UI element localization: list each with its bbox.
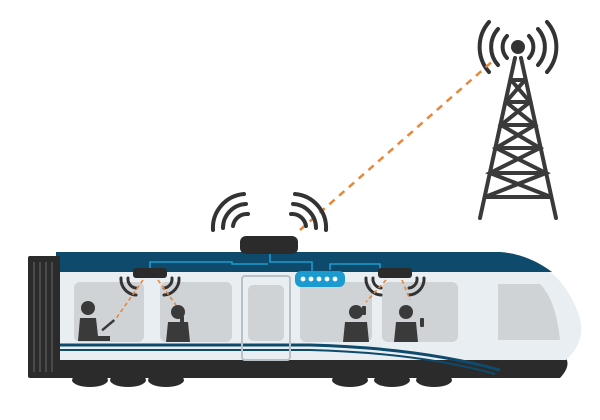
access-point-signal-icon (119, 276, 426, 297)
train-door (241, 275, 291, 361)
antenna-signal-icon (210, 192, 329, 232)
train-lower-stripe (60, 343, 501, 372)
phone-user-icon (343, 305, 369, 342)
access-point-icon (133, 268, 167, 278)
network-cables (149, 248, 381, 272)
train-coupler (28, 256, 60, 378)
device-dashed-links (114, 279, 411, 321)
uplink-dashed-line (299, 59, 495, 231)
laptop-user-icon (78, 301, 116, 341)
train-lower-stripe-2 (60, 349, 496, 375)
phone-user-icon (394, 305, 424, 342)
cell-tower-icon (478, 56, 558, 220)
antenna-icon (240, 236, 298, 254)
tower-signal-icon (477, 20, 559, 74)
access-point-icon (378, 268, 412, 278)
phone-user-icon (166, 305, 190, 342)
router-icon (295, 271, 345, 287)
